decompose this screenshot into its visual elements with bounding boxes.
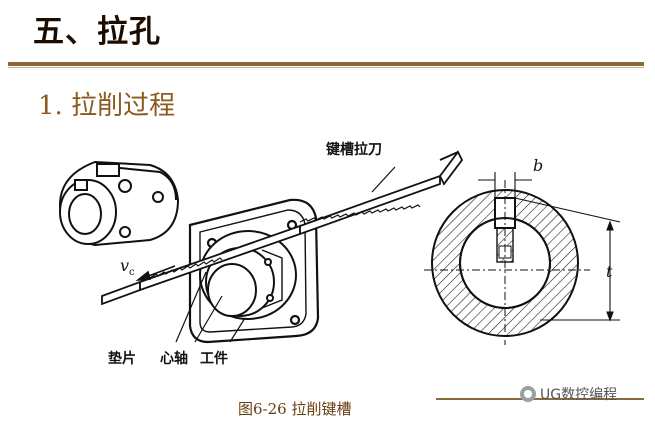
watermark: UG数控编程 xyxy=(520,384,617,404)
mandrel-label: 心轴 xyxy=(160,351,188,367)
workpiece-label: 工件 xyxy=(200,351,228,367)
label-leaders xyxy=(175,166,396,343)
watermark-text: UG数控编程 xyxy=(540,387,618,403)
title-divider xyxy=(8,62,644,66)
dimension-b-label: b xyxy=(533,156,544,175)
velocity-arrow xyxy=(135,265,176,282)
wechat-logo-icon xyxy=(520,386,536,402)
broach-teeth xyxy=(149,204,421,279)
caption-divider xyxy=(436,398,644,400)
workpiece-exploded xyxy=(58,160,180,247)
section-centerlines xyxy=(424,180,590,345)
page-title: 五、拉孔 xyxy=(33,14,161,50)
dimension-lines xyxy=(478,172,621,322)
shim-label: 垫片 xyxy=(108,351,136,367)
figure-caption: 图6-26 拉削键槽 xyxy=(238,400,352,418)
broach-label: 键槽拉刀 xyxy=(326,142,382,158)
velocity-label: vc xyxy=(120,256,135,279)
section-subtitle: 1. 拉削过程 xyxy=(38,91,176,121)
dimension-t-label: t xyxy=(606,262,613,281)
title-divider-thin xyxy=(8,67,644,68)
